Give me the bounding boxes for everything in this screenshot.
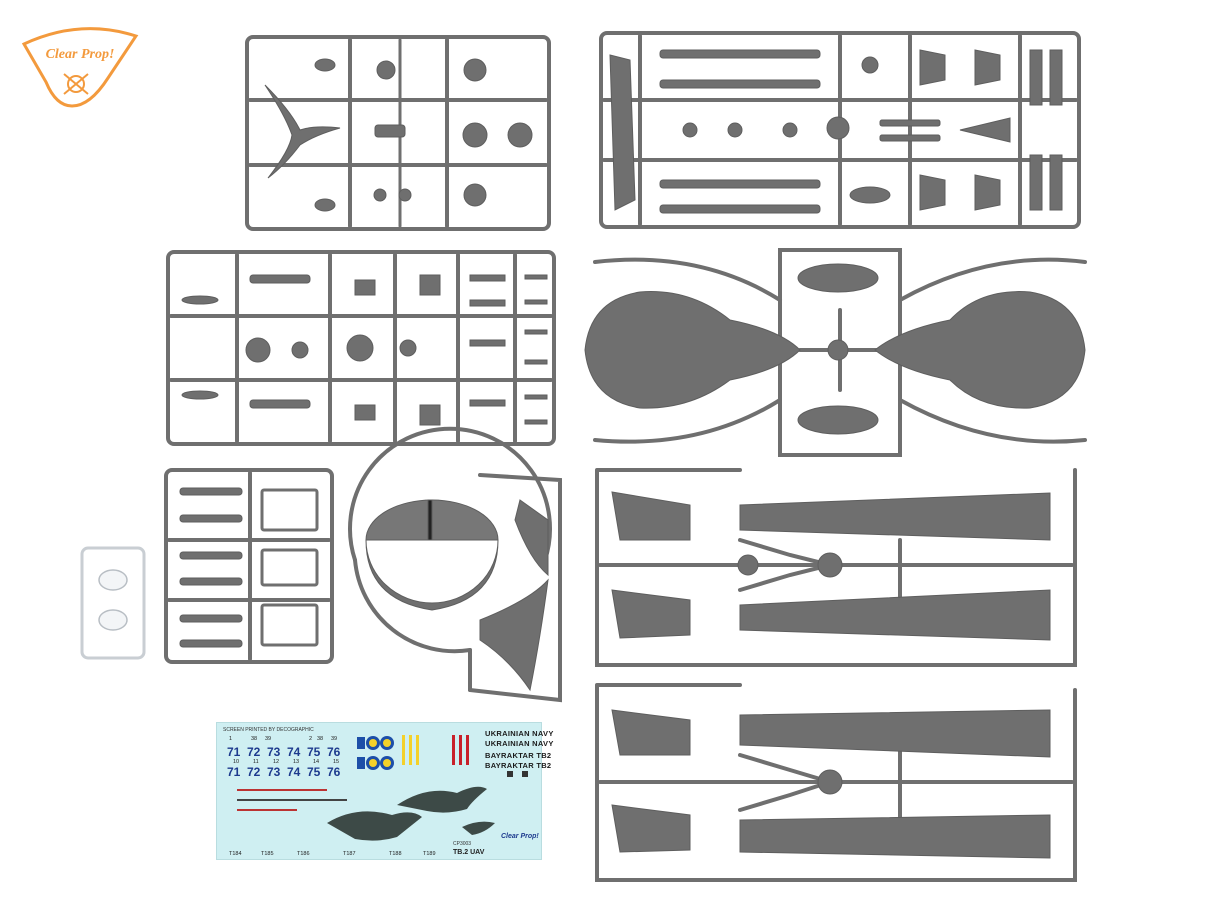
decal-small-no: 39	[265, 736, 272, 742]
decal-number: 73	[267, 745, 281, 759]
decal-small-no: 12	[273, 759, 280, 765]
sprue-b	[599, 31, 1081, 229]
decal-brand: Clear Prop!	[501, 833, 539, 840]
decal-serial: T188	[389, 851, 402, 857]
decal-number: 74	[287, 765, 301, 779]
ukraine-roundels	[357, 735, 469, 770]
decal-ukrainian-navy-1: UKRAINIAN NAVY	[485, 729, 554, 738]
decal-sheet: SCREEN PRINTED BY DECOGRAPHIC 1 38 39 2 …	[216, 722, 553, 860]
decal-bayraktar-2: BAYRAKTAR TB2	[485, 761, 552, 770]
decal-serial: T187	[343, 851, 356, 857]
decal-small-no: 10	[233, 759, 240, 765]
decal-small-no: 11	[253, 759, 259, 765]
decal-small-no: 13	[293, 759, 300, 765]
sprue-e	[348, 426, 562, 703]
eagle-artwork	[327, 786, 495, 841]
decal-number: 72	[247, 765, 261, 779]
decal-small-no: 1	[229, 736, 233, 742]
decal-serial: T184	[229, 851, 242, 857]
decal-bayraktar-1: BAYRAKTAR TB2	[485, 751, 552, 760]
decal-ukrainian-navy-2: UKRAINIAN NAVY	[485, 739, 554, 748]
decal-number: 76	[327, 745, 341, 759]
decal-graphics	[237, 735, 528, 841]
decal-number: 76	[327, 765, 341, 779]
decal-number: 74	[287, 745, 301, 759]
decal-serial: T185	[261, 851, 274, 857]
decal-small-no: 14	[313, 759, 320, 765]
sprue-a	[245, 35, 551, 231]
clear-sprue	[80, 546, 146, 660]
decal-serial: T189	[423, 851, 436, 857]
decal-number: 71	[227, 745, 241, 759]
decal-product-code: CP3003	[453, 841, 472, 847]
small-marks	[237, 771, 528, 811]
decal-number: 75	[307, 745, 321, 759]
logo-text: Clear Prop!	[46, 47, 115, 62]
decal-small-no: 38	[317, 736, 324, 742]
decal-number: 72	[247, 745, 261, 759]
decal-small-no: 38	[251, 736, 258, 742]
decal-subject: TB.2 UAV	[453, 849, 485, 856]
decal-printer-note: SCREEN PRINTED BY DECOGRAPHIC	[223, 727, 314, 733]
decal-small-no: 39	[331, 736, 338, 742]
sprue-d	[164, 468, 334, 664]
decal-number: 71	[227, 765, 241, 779]
decal-small-no: 15	[333, 759, 340, 765]
decal-number: 75	[307, 765, 321, 779]
decal-small-no: 2	[309, 736, 313, 742]
clear-prop-logo: Clear Prop!	[20, 22, 140, 108]
decal-number: 73	[267, 765, 281, 779]
decal-serial: T186	[297, 851, 310, 857]
sprue-c	[166, 250, 556, 446]
